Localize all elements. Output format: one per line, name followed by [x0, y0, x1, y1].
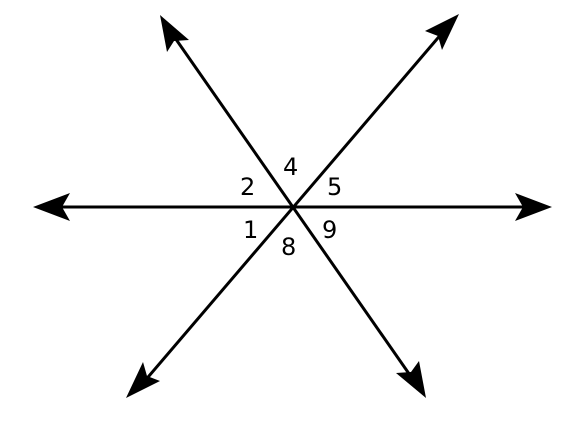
arrowhead-left: [33, 193, 70, 221]
angle-label-8: 8: [281, 233, 296, 261]
arrowhead-top-left: [160, 15, 189, 52]
angle-label-1: 1: [243, 216, 258, 244]
diagonal-line-ascending: [126, 14, 459, 398]
arrowhead-bottom-left: [126, 362, 160, 398]
arrowhead-right: [515, 193, 552, 221]
angle-label-5: 5: [327, 173, 342, 201]
arrowhead-bottom-right: [396, 361, 426, 398]
angle-label-2: 2: [240, 173, 255, 201]
angle-label-4: 4: [283, 153, 298, 181]
arrowhead-top-right: [425, 14, 459, 50]
angle-label-9: 9: [322, 216, 337, 244]
